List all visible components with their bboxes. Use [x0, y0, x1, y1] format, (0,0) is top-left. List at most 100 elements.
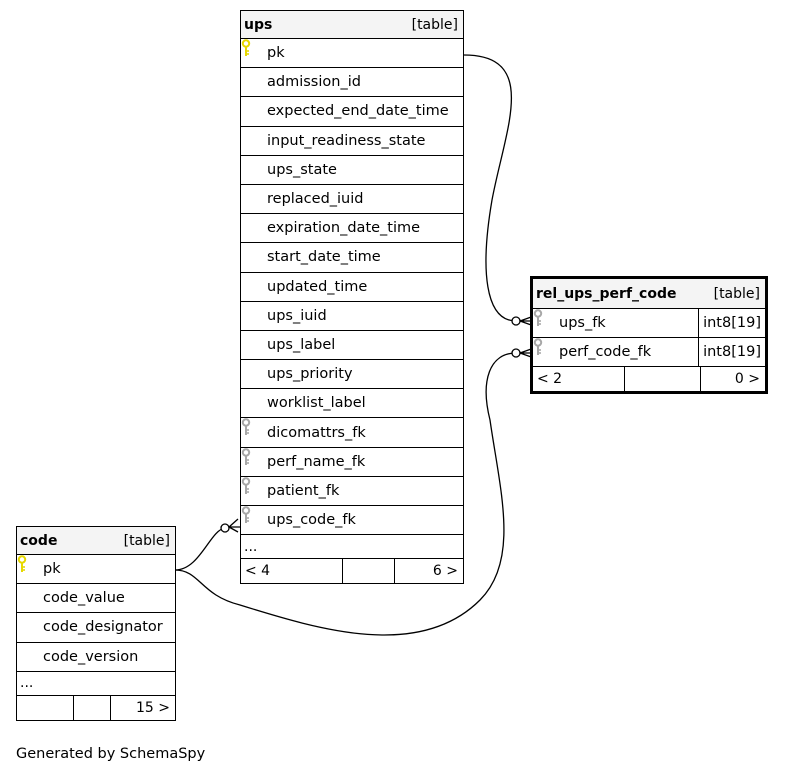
column-type: int8[19]	[698, 309, 765, 338]
key-slot	[241, 185, 267, 213]
table-rel-ups-perf-code[interactable]: rel_ups_perf_code [table] ups_fk int8[19]…	[530, 276, 768, 395]
column-name[interactable]: code_value	[43, 590, 125, 607]
foreign-key-icon	[533, 309, 543, 326]
edge-code-pk-to-ups-code-fk	[174, 527, 226, 571]
foreign-key-icon	[241, 418, 251, 436]
key-slot	[241, 156, 267, 184]
column-name[interactable]: updated_time	[267, 278, 368, 295]
crowfoot-circle-ups-fk	[511, 316, 521, 326]
column-row[interactable]: ups_fk int8[19]	[533, 309, 765, 339]
column-name[interactable]: ups_fk	[559, 315, 606, 332]
table-type: [table]	[411, 16, 458, 33]
key-slot	[241, 97, 267, 125]
column-row[interactable]: ups_iuid	[241, 302, 463, 331]
key-slot	[241, 418, 267, 446]
table-ups[interactable]: ups [table] pk admission_id expected_end_d…	[240, 10, 464, 585]
key-slot	[17, 584, 43, 612]
column-name[interactable]: ups_label	[267, 336, 336, 353]
key-slot	[241, 389, 267, 417]
foreign-key-icon	[241, 447, 251, 465]
column-name[interactable]: ups_code_fk	[267, 512, 356, 529]
footer-children[interactable]: 6 >	[432, 563, 458, 580]
column-name[interactable]: pk	[267, 45, 285, 62]
column-name[interactable]: expiration_date_time	[267, 220, 421, 237]
generated-by-caption: Generated by SchemaSpy	[16, 746, 206, 762]
table-footer: < 2 0 >	[533, 367, 765, 392]
column-name[interactable]: admission_id	[267, 74, 361, 91]
column-row[interactable]: pk	[17, 555, 175, 585]
column-row[interactable]: pk	[241, 39, 463, 69]
footer-parents[interactable]: < 2	[533, 367, 625, 392]
foreign-key-icon	[241, 477, 251, 494]
edge-code-pk-to-perf-code-fk	[174, 352, 517, 636]
column-row[interactable]: ups_code_fk	[241, 506, 463, 536]
column-row[interactable]: code_value	[17, 584, 175, 614]
table-name[interactable]: code	[20, 532, 58, 549]
key-slot	[241, 447, 267, 476]
table-footer: 15 >	[17, 695, 175, 720]
edge-ups-pk-to-ups-fk	[463, 54, 517, 322]
column-row[interactable]: dicomattrs_fk	[241, 418, 463, 448]
column-row[interactable]: ups_state	[241, 156, 463, 185]
table-name[interactable]: ups	[244, 16, 273, 33]
table-header: ups [table]	[241, 11, 463, 39]
column-row[interactable]: input_readiness_state	[241, 127, 463, 156]
table-name[interactable]: rel_ups_perf_code	[536, 285, 677, 302]
column-row[interactable]: ups_label	[241, 331, 463, 361]
column-row[interactable]: start_date_time	[241, 243, 463, 273]
crowfoot-circle-ups-code-fk	[220, 523, 230, 533]
footer-children[interactable]: 0 >	[734, 371, 760, 388]
key-slot	[17, 613, 43, 641]
column-name[interactable]: start_date_time	[267, 249, 381, 266]
key-slot	[241, 39, 267, 67]
key-slot	[241, 68, 267, 96]
column-name[interactable]: dicomattrs_fk	[267, 424, 366, 441]
column-row[interactable]: patient_fk	[241, 477, 463, 506]
crowfoot-circle-perf-code-fk	[511, 348, 521, 358]
primary-key-icon	[17, 555, 27, 572]
column-row[interactable]: code_version	[17, 643, 175, 672]
column-row[interactable]: perf_code_fk int8[19]	[533, 338, 765, 368]
crowfoot-ups-code-fk	[228, 518, 240, 533]
column-name[interactable]: ups_state	[267, 161, 337, 178]
column-row[interactable]: updated_time	[241, 273, 463, 302]
column-name[interactable]: patient_fk	[267, 482, 340, 499]
key-slot	[241, 477, 267, 505]
column-type: int8[19]	[698, 338, 765, 367]
footer-parents[interactable]	[17, 695, 74, 720]
key-slot	[241, 360, 267, 388]
column-name[interactable]: expected_end_date_time	[267, 103, 449, 120]
column-name[interactable]: code_version	[43, 648, 139, 665]
column-row[interactable]: admission_id	[241, 68, 463, 98]
column-name[interactable]: worklist_label	[267, 395, 366, 412]
column-row[interactable]: code_designator	[17, 613, 175, 643]
column-row[interactable]: expected_end_date_time	[241, 97, 463, 127]
column-row[interactable]: expiration_date_time	[241, 214, 463, 244]
column-name[interactable]: input_readiness_state	[267, 132, 426, 149]
foreign-key-icon	[533, 338, 543, 356]
column-row[interactable]: replaced_iuid	[241, 185, 463, 215]
key-slot	[241, 127, 267, 155]
key-slot	[533, 338, 559, 366]
column-name[interactable]: code_designator	[43, 619, 163, 636]
column-name[interactable]: replaced_iuid	[267, 191, 364, 208]
more-columns: ...	[17, 672, 175, 696]
column-row[interactable]: perf_name_fk	[241, 447, 463, 477]
column-name[interactable]: pk	[43, 561, 61, 578]
column-name[interactable]: ups_priority	[267, 366, 353, 383]
footer-parents[interactable]: < 4	[241, 559, 343, 584]
table-header: rel_ups_perf_code [table]	[533, 279, 765, 309]
key-slot	[17, 643, 43, 671]
foreign-key-icon	[241, 506, 251, 523]
column-name[interactable]: ups_iuid	[267, 307, 327, 324]
footer-children[interactable]: 15 >	[136, 699, 170, 716]
column-row[interactable]: ups_priority	[241, 360, 463, 390]
column-name[interactable]: perf_code_fk	[559, 344, 652, 361]
table-type: [table]	[713, 285, 760, 302]
key-slot	[241, 273, 267, 301]
column-row[interactable]: worklist_label	[241, 389, 463, 419]
key-slot	[241, 506, 267, 534]
key-slot	[241, 302, 267, 330]
column-name[interactable]: perf_name_fk	[267, 453, 366, 470]
